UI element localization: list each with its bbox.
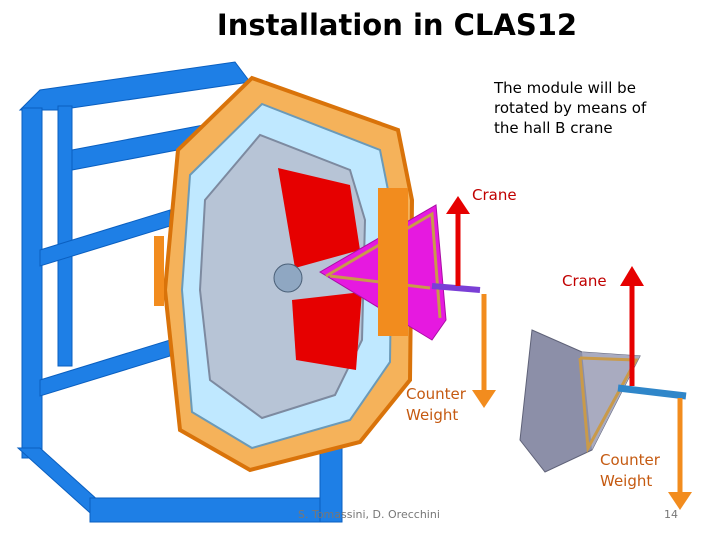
note-line: The module will be (494, 79, 636, 97)
counter-weight-label: Counter Weight (406, 384, 466, 426)
slide-title: Installation in CLAS12 (216, 8, 578, 42)
page-number: 14 (664, 508, 678, 521)
red-sector-upper (278, 168, 360, 268)
red-sector-lower (292, 292, 362, 370)
label-line: Counter (600, 451, 660, 469)
label-line: Counter (406, 385, 466, 403)
rotation-note: The module will be rotated by means of t… (494, 78, 704, 138)
label-line: Weight (600, 472, 653, 490)
note-line: rotated by means of (494, 99, 647, 117)
crane-label: Crane (472, 186, 517, 204)
support-frame (16, 61, 343, 523)
counter-weight-label: Counter Weight (600, 450, 660, 492)
crane-label: Crane (562, 272, 607, 290)
note-line: the hall B crane (494, 119, 613, 137)
footer-authors: S. Tomassini, D. Orecchini (298, 508, 440, 521)
label-line: Weight (406, 406, 459, 424)
